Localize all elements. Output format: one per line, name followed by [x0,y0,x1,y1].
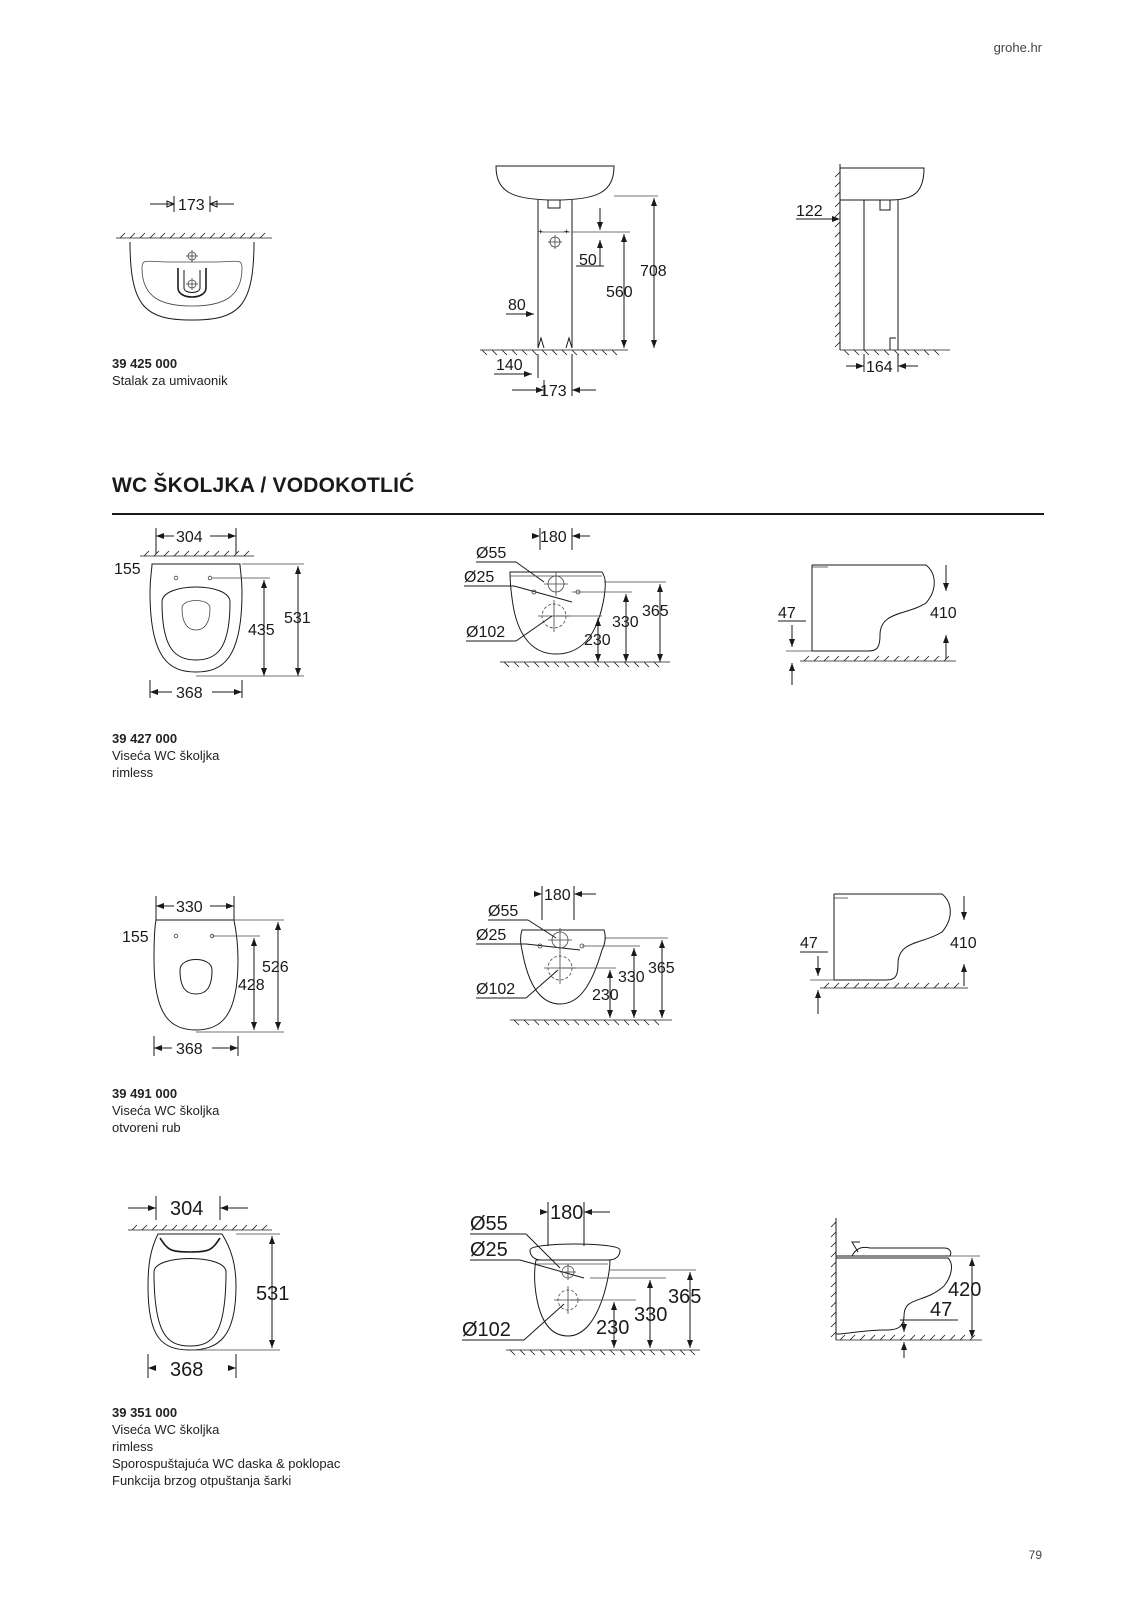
dim-47: 47 [778,605,796,622]
dim-122: 122 [796,203,823,220]
wc-front-drawing-39427000: 180 Ø55 Ø25 Ø102 230 330 365 [464,528,670,668]
product-variant: otvoreni rub [112,1120,181,1135]
dim-173: 173 [178,197,205,214]
dim-total-height: 531 [284,610,311,627]
dim-180: 180 [540,529,567,546]
product-variant: rimless [112,765,154,780]
dim-d102: Ø102 [476,981,515,998]
wc-top-drawing-39351000: 304 531 368 [128,1196,289,1381]
product-variant: rimless [112,1439,154,1454]
wc-top-drawing-39427000: 304 155 435 531 368 [114,528,311,702]
dim-230: 230 [584,632,611,649]
section-title: WC ŠKOLJKA / VODOKOTLIĆ [112,474,415,497]
dim-d55: Ø55 [470,1213,508,1235]
dim-total-height: 526 [262,959,289,976]
dim-140: 140 [496,357,523,374]
dim-365: 365 [668,1286,701,1308]
product-code: 39 427 000 [112,731,178,746]
dim-50: 50 [579,252,597,269]
page-number: 79 [1028,1548,1042,1562]
wc-front-drawing-39491000: 180 Ø55 Ø25 Ø102 230 330 365 [476,886,675,1026]
product-caption-39491000: 39 491 000 Viseća WC školjka otvoreni ru… [112,1085,219,1136]
dim-330: 330 [618,969,645,986]
dim-d102: Ø102 [462,1319,511,1341]
dim-inner-height: 428 [238,977,265,994]
dim-560: 560 [606,284,633,301]
dim-365: 365 [648,960,675,977]
svg-text:+: + [564,227,569,236]
wc-front-drawing-39351000: 180 Ø55 Ø25 Ø102 230 330 365 [462,1202,701,1356]
dim-d55: Ø55 [488,903,518,920]
product-feature-hinges: Funkcija brzog otpuštanja šarki [112,1473,292,1488]
dim-180: 180 [544,887,571,904]
dim-420: 420 [948,1279,981,1301]
product-code: 39 425 000 [112,356,178,371]
dim-365: 365 [642,603,669,620]
dim-top-width: 330 [176,899,203,916]
dim-bottom-width: 368 [170,1359,203,1381]
pedestal-side-drawing: 122 164 [796,164,950,376]
dim-side-offset: 155 [114,561,141,578]
product-caption-39425000: 39 425 000 Stalak za umivaonik [112,355,228,389]
dim-230: 230 [596,1317,629,1339]
dim-47: 47 [930,1299,952,1321]
dim-d25: Ø25 [470,1239,508,1261]
product-feature-seat: Sporospuštajuća WC daska & poklopac [112,1456,341,1471]
dim-230: 230 [592,987,619,1004]
product-caption-39427000: 39 427 000 Viseća WC školjka rimless [112,730,219,781]
dim-total-height: 531 [256,1283,289,1305]
dim-330: 330 [612,614,639,631]
product-description: Viseća WC školjka [112,1422,220,1437]
product-description: Stalak za umivaonik [112,373,228,388]
dim-top-width: 304 [170,1198,203,1220]
wc-side-drawing-39427000: 47 410 [778,564,957,685]
dim-bottom-width: 368 [176,685,203,702]
product-caption-39351000: 39 351 000 Viseća WC školjka rimless Spo… [112,1404,340,1489]
product-description: Viseća WC školjka [112,748,220,763]
dim-80: 80 [508,297,526,314]
wc-side-drawing-39491000: 47 410 [800,893,977,1014]
svg-text:+: + [538,227,543,236]
dim-330: 330 [634,1304,667,1326]
dim-410: 410 [950,935,977,952]
pedestal-top-drawing: 173 [116,196,272,321]
dim-inner-height: 435 [248,622,275,639]
dim-180: 180 [550,1202,583,1224]
dim-410: 410 [930,605,957,622]
pedestal-front-drawing: + + 50 708 560 80 140 173 [480,165,667,400]
product-code: 39 351 000 [112,1405,178,1420]
dim-side-offset: 155 [122,929,149,946]
dim-173-bottom: 173 [540,383,567,400]
dim-d55: Ø55 [476,545,506,562]
wc-side-drawing-39351000: 420 47 [830,1218,982,1358]
dim-d25: Ø25 [476,927,506,944]
wc-top-drawing-39491000: 330 155 526 428 368 [122,896,289,1058]
product-description: Viseća WC školjka [112,1103,220,1118]
section-divider [112,513,1044,515]
dim-d102: Ø102 [466,624,505,641]
dim-47: 47 [800,935,818,952]
dim-164: 164 [866,359,893,376]
dim-top-width: 304 [176,529,203,546]
dim-d25: Ø25 [464,569,494,586]
dim-708: 708 [640,263,667,280]
site-url: grohe.hr [993,40,1042,55]
product-code: 39 491 000 [112,1086,178,1101]
dim-bottom-width: 368 [176,1041,203,1058]
